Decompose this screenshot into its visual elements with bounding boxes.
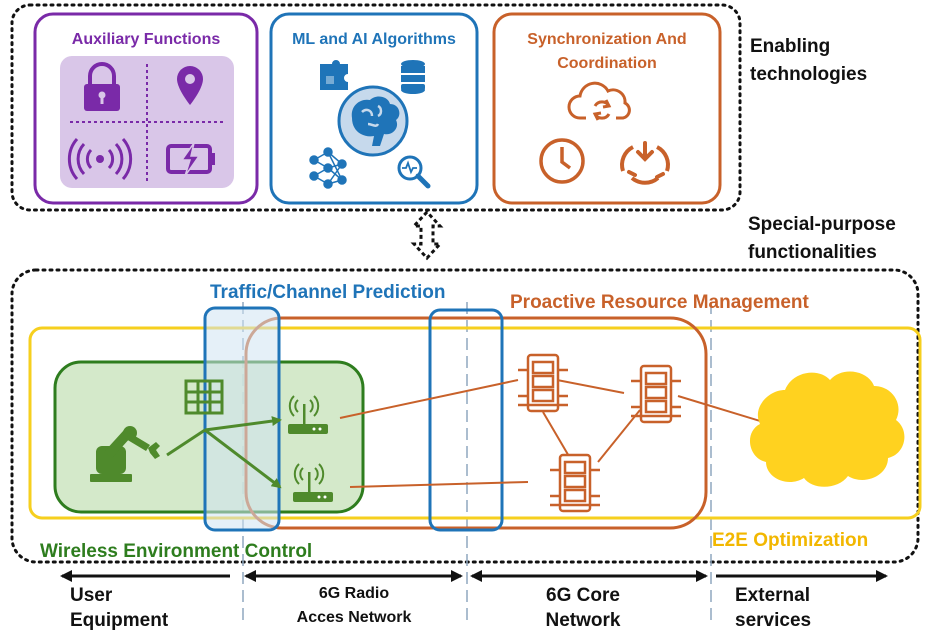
external-cloud-icon (749, 371, 905, 487)
sync-title-line2: Coordination (557, 55, 657, 72)
cloud-sync-icon (567, 81, 631, 121)
enabling-label-line1: Enabling (750, 36, 830, 57)
ris-panel-icon (184, 379, 224, 415)
e2e-optimization-region (28, 326, 922, 520)
location-pin-icon (177, 66, 203, 105)
coordination-cycle-icon (620, 141, 670, 185)
domain-ue-line1: User (70, 585, 113, 606)
ml-ai-algorithms-title: ML and AI Algorithms (292, 31, 456, 48)
proactive-resource-label: Proactive Resource Management (510, 292, 810, 313)
wireless-environment-label: Wireless Environment Control (40, 541, 312, 562)
e2e-optimization-label: E2E Optimization (712, 530, 868, 551)
lock-icon (84, 62, 120, 111)
domain-external-line2: services (735, 610, 811, 631)
traffic-prediction-label: Traffic/Channel Prediction (210, 282, 445, 303)
special-label-line2: functionalities (748, 242, 877, 263)
battery-charging-icon (166, 142, 215, 177)
core-server-icon-1 (518, 353, 568, 413)
core-server-icon-2 (631, 364, 681, 424)
domain-ue-line2: Equipment (70, 610, 169, 631)
auxiliary-functions-title: Auxiliary Functions (72, 31, 221, 48)
clock-icon (539, 138, 585, 184)
domain-core-line2: Network (546, 610, 621, 631)
robot-arm-icon (90, 426, 160, 482)
enabling-technologies-frame (10, 3, 742, 212)
auxiliary-functions-box: Auxiliary Functions (33, 12, 259, 205)
special-label-line1: Special-purpose (748, 214, 896, 235)
base-station-icon-2 (293, 463, 333, 502)
ml-ai-algorithms-box: ML and AI Algorithms (269, 12, 479, 205)
prediction-region-core (428, 308, 504, 532)
enabling-label-line2: technologies (750, 64, 867, 85)
analytics-search-icon (397, 155, 431, 189)
base-station-icon-1 (288, 395, 328, 434)
puzzle-icon (320, 60, 348, 90)
radio-links (166, 416, 282, 489)
prediction-region-ran (203, 306, 281, 532)
bidirectional-link-icon (410, 209, 444, 261)
special-functionalities-frame (10, 268, 920, 564)
brain-icon (337, 85, 409, 157)
sync-title-line1: Synchronization And (527, 31, 686, 48)
wireless-signal-icon (67, 138, 133, 180)
core-server-icon-3 (550, 453, 600, 513)
sync-coordination-box: Synchronization And Coordination (492, 12, 722, 205)
domain-ran-line2: Acces Network (297, 609, 412, 626)
domain-core-line1: 6G Core (546, 585, 620, 606)
domain-ran-line1: 6G Radio (319, 585, 389, 602)
database-icon (401, 60, 425, 94)
core-links (339, 379, 771, 488)
domain-external-line1: External (735, 585, 810, 606)
neural-network-icon (309, 147, 347, 189)
